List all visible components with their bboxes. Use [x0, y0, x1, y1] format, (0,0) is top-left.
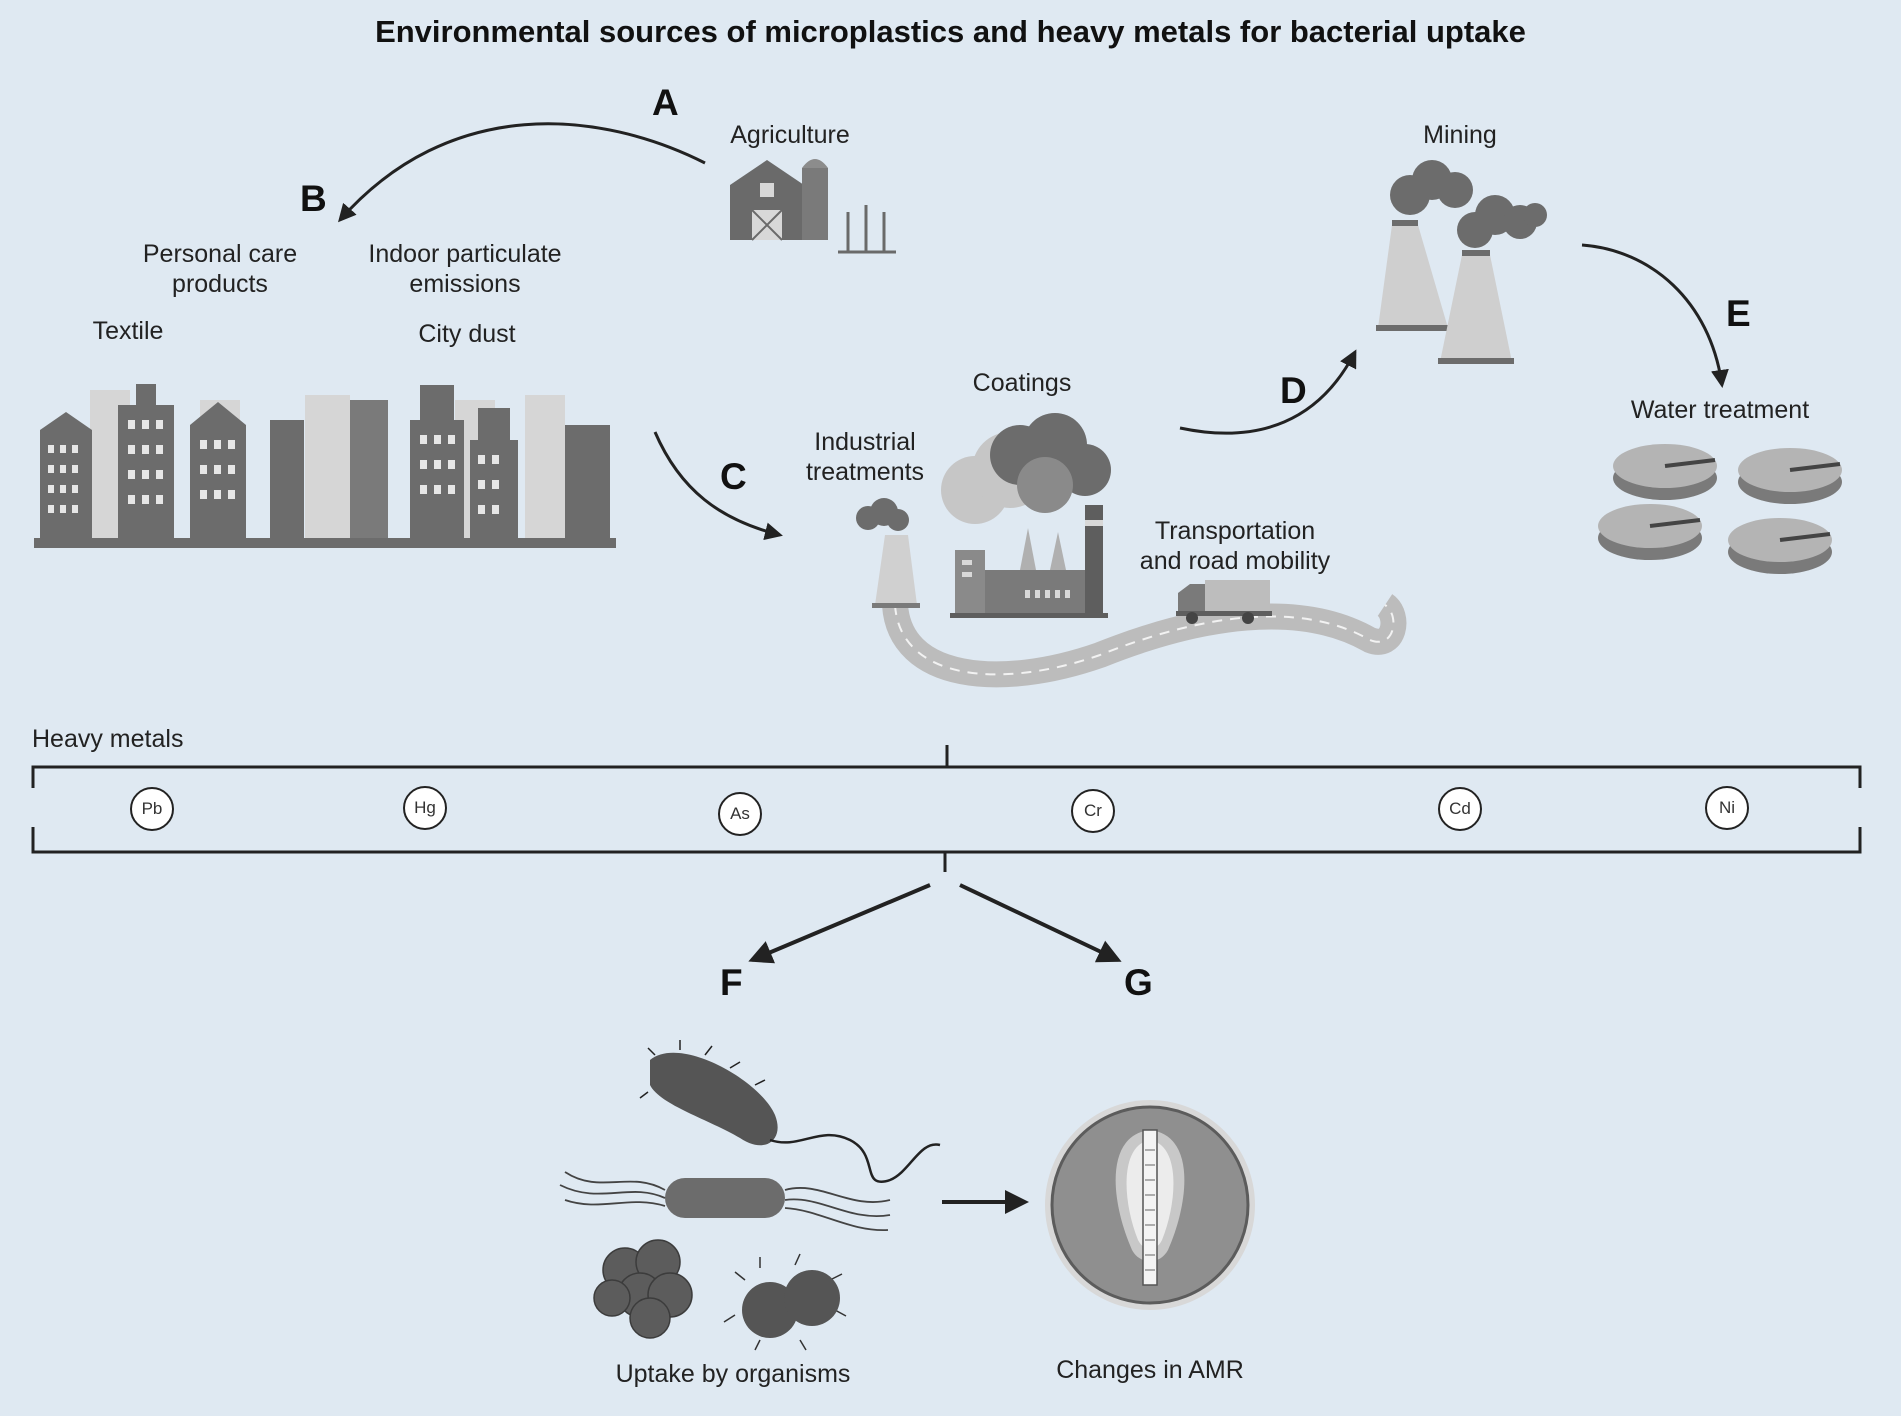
label-indoor-emissions: Indoor particulate emissions: [340, 239, 590, 299]
label-textile: Textile: [92, 317, 164, 345]
label-transport-line1: Transportation: [1154, 517, 1316, 545]
label-letter-e: E: [1726, 293, 1751, 334]
label-industrial-treatments: Industrial treatments: [780, 427, 950, 487]
label-personal-care: Personal care products: [110, 239, 330, 299]
arrow-to-amr: [959, 883, 1122, 963]
label-agriculture: Agriculture: [730, 121, 850, 149]
metal-badge-ni: Ni: [1705, 786, 1749, 830]
arrow-city-to-industry: [653, 431, 783, 541]
arrow-industry-to-mining: [1179, 349, 1357, 435]
metal-badge-cr: Cr: [1071, 789, 1115, 833]
metal-badge-hg: Hg: [403, 786, 447, 830]
label-letter-d: D: [1280, 370, 1307, 411]
label-water-treatment: Water treatment: [1630, 396, 1810, 424]
label-letter-b: B: [300, 178, 327, 219]
label-city-dust: City dust: [418, 320, 516, 348]
city-skyline-icon: [34, 384, 616, 548]
label-letter-g: G: [1124, 962, 1153, 1003]
barn-icon: [730, 159, 896, 254]
label-industrial-line1: Industrial: [814, 428, 916, 456]
label-letter-c: C: [720, 456, 747, 497]
diagram-title: Environmental sources of microplastics a…: [375, 14, 1526, 49]
label-changes-in-amr: Changes in AMR: [1056, 1356, 1244, 1384]
label-transportation: Transportation and road mobility: [1110, 516, 1360, 576]
label-letter-f: F: [720, 962, 743, 1003]
arrow-mining-to-water: [1581, 243, 1729, 388]
mining-towers-icon: [1376, 160, 1547, 364]
metal-badge-cd: Cd: [1438, 787, 1482, 831]
heavy-metals-bracket: [31, 745, 1862, 872]
water-treatment-icon: [1598, 444, 1842, 574]
label-personal-care-line1: Personal care: [142, 240, 298, 268]
petri-dish-icon: [1045, 1100, 1255, 1310]
label-mining: Mining: [1423, 121, 1497, 149]
label-industrial-line2: treatments: [805, 458, 925, 486]
arrow-agriculture-to-city: [338, 122, 706, 223]
factory-icon: [941, 413, 1111, 618]
truck-icon: [1176, 580, 1272, 624]
label-personal-care-line2: products: [172, 270, 268, 298]
arrow-to-uptake: [748, 883, 931, 964]
label-uptake-by-organisms: Uptake by organisms: [615, 1360, 851, 1388]
label-heavy-metals: Heavy metals: [32, 725, 184, 753]
label-letter-a: A: [652, 82, 679, 123]
metal-badge-as: As: [718, 792, 762, 836]
label-coatings: Coatings: [972, 369, 1072, 397]
label-transport-line2: and road mobility: [1139, 547, 1331, 575]
cooling-tower-icon: [856, 498, 920, 608]
metal-badge-pb: Pb: [130, 787, 174, 831]
label-indoor-line2: emissions: [409, 270, 521, 298]
bacteria-icon: [559, 1040, 941, 1351]
label-indoor-line1: Indoor particulate: [368, 240, 562, 268]
